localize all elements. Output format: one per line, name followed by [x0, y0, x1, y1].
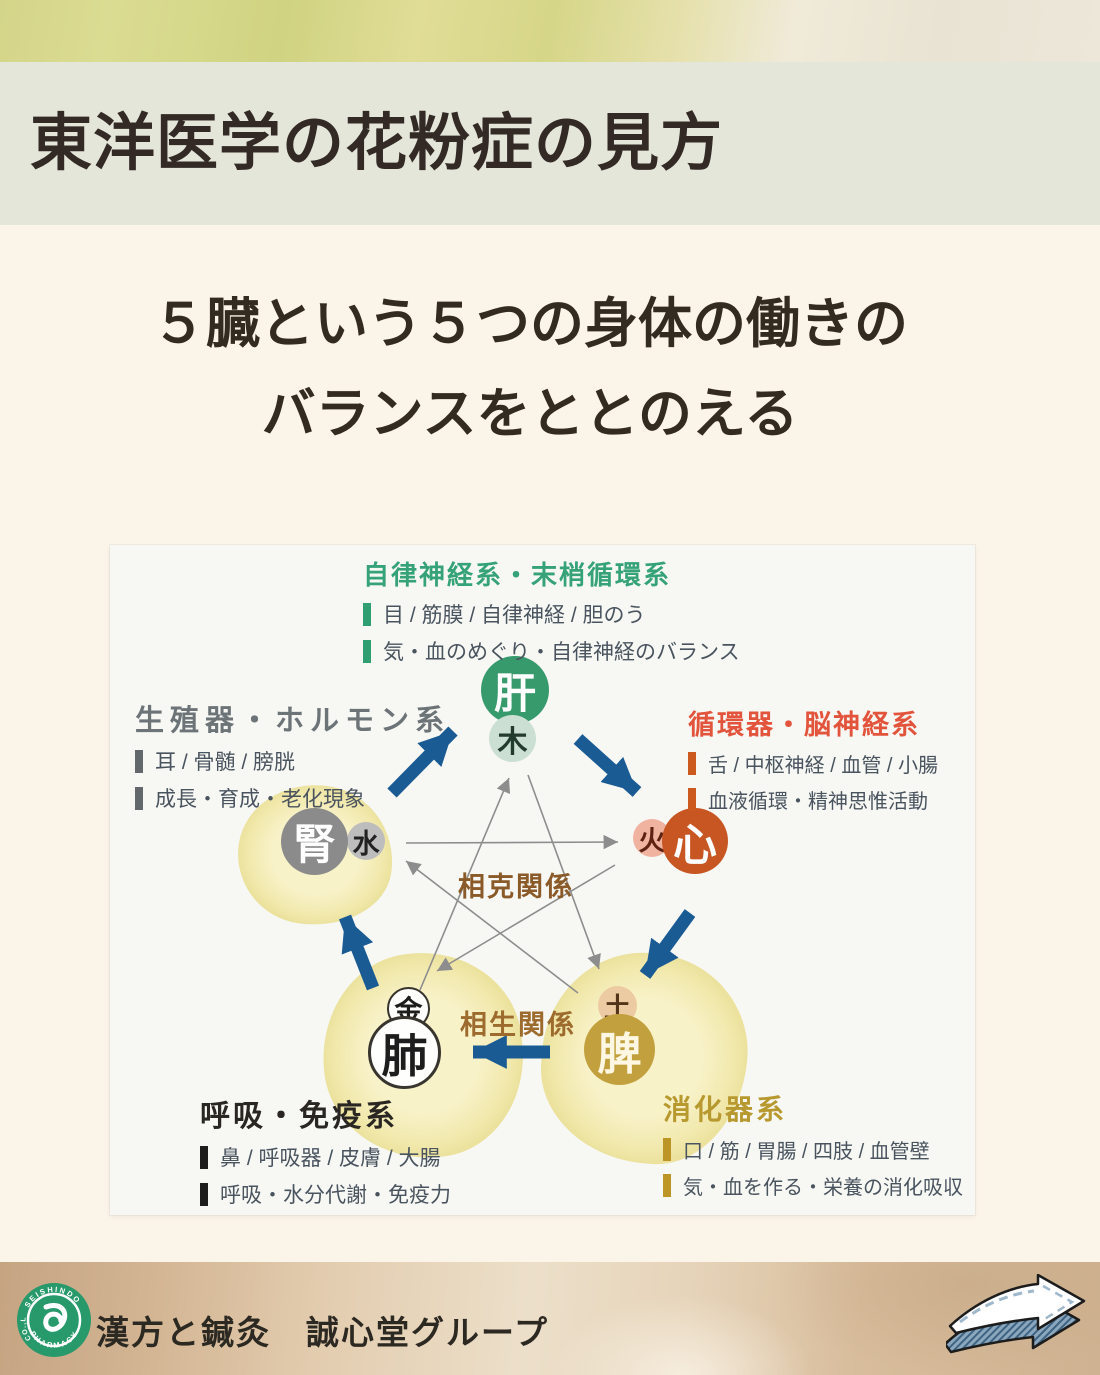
section-kidney-title: 生殖器・ホルモン系 [135, 705, 451, 737]
bullet-bar-icon [135, 786, 143, 810]
intro-text: ５臓という５つの身体の働きの バランスをととのえる [0, 280, 1060, 459]
bullet-bar-icon [200, 1182, 208, 1206]
organ-circle-kidney: 腎 [281, 808, 348, 875]
bullet-bar-icon [688, 752, 696, 775]
control-arrow-wood-earth [527, 774, 601, 970]
section-lung-item1: 鼻 / 呼吸器 / 皮膚 / 大腸 [220, 1147, 441, 1170]
control-arrow-water-fire [405, 834, 619, 850]
title-band: 東洋医学の花粉症の見方 [0, 62, 1100, 225]
generate-arrow-lung-kidney [338, 914, 380, 991]
section-heart-item2: 血液循環・精神思惟活動 [708, 791, 928, 813]
control-arrow-fire-metal [436, 864, 616, 972]
bullet-bar-icon [135, 749, 143, 773]
bullet-bar-icon [663, 1174, 671, 1197]
intro-line-2: バランスをととのえる [261, 383, 799, 444]
bullet-bar-icon [663, 1138, 671, 1161]
footer-brand-text: 漢方と鍼灸 誠心堂グループ [96, 1314, 550, 1351]
list-item: 鼻 / 呼吸器 / 皮膚 / 大腸 [200, 1142, 451, 1172]
label-generate-relation: 相生関係 [460, 1010, 576, 1040]
top-photo-strip [0, 0, 1100, 62]
bullet-bar-icon [363, 602, 371, 626]
section-kidney-item1: 耳 / 骨髄 / 膀胱 [155, 751, 296, 774]
organ-circle-heart: 心 [662, 808, 728, 874]
bullet-bar-icon [688, 788, 696, 811]
control-arrow-metal-wood [419, 777, 511, 991]
generate-arrow-liver-heart [573, 734, 642, 797]
section-spleen-title: 消化器系 [663, 1094, 788, 1125]
seishindo-logo-icon: SEISHINDO PHARMACY CO.,LTD. [16, 1282, 91, 1357]
element-circle-wood: 木 [489, 715, 536, 762]
bullet-bar-icon [200, 1145, 208, 1169]
section-lung-title: 呼吸・免疫系 [200, 1100, 398, 1133]
intro-line-1: ５臓という５つの身体の働きの [152, 294, 908, 354]
control-arrow-earth-water [405, 860, 579, 994]
section-spleen-item2: 気・血を作る・栄養の消化吸収 [683, 1177, 963, 1199]
organ-circle-spleen: 脾 [584, 1014, 655, 1085]
section-lung-item2: 呼吸・水分代謝・免疫力 [220, 1184, 451, 1207]
bullet-bar-icon [363, 639, 371, 663]
section-liver-item2: 気・血のめぐり・自律神経のバランス [383, 641, 740, 664]
organ-circle-liver: 肝 [481, 656, 549, 724]
page-title: 東洋医学の花粉症の見方 [30, 109, 724, 178]
list-item: 成長・育成・老化現象 [135, 783, 450, 813]
section-liver-title: 自律神経系・末梢循環系 [363, 560, 672, 590]
organ-circle-lung: 肺 [368, 1016, 441, 1089]
label-control-relation: 相克関係 [458, 872, 574, 902]
element-circle-water: 水 [347, 822, 385, 860]
list-item: 舌 / 中枢神経 / 血管 / 小腸 [688, 749, 938, 778]
five-elements-diagram: 肝 木 火 心 水 腎 土 脾 金 肺 相克関係 相生関係 自律神経系・末梢循環… [110, 545, 975, 1215]
section-kidney: 生殖器・ホルモン系 耳 / 骨髄 / 膀胱 成長・育成・老化現象 [135, 697, 450, 813]
section-kidney-item2: 成長・育成・老化現象 [155, 788, 365, 811]
section-liver-item1: 目 / 筋膜 / 自律神経 / 胆のう [383, 604, 646, 627]
section-heart: 循環器・脳神経系 舌 / 中枢神経 / 血管 / 小腸 血液循環・精神思惟活動 [688, 703, 938, 814]
next-arrow-icon [946, 1274, 1086, 1354]
generate-arrow-heart-spleen [639, 909, 696, 979]
list-item: 気・血を作る・栄養の消化吸収 [663, 1171, 963, 1200]
section-heart-title: 循環器・脳神経系 [688, 710, 920, 740]
list-item: 呼吸・水分代謝・免疫力 [200, 1179, 451, 1209]
list-item: 血液循環・精神思惟活動 [688, 785, 938, 814]
relation-arrows-layer [338, 726, 696, 1069]
footer: SEISHINDO PHARMACY CO.,LTD. 漢方と鍼灸 誠心堂グルー… [0, 1262, 1100, 1375]
section-lung: 呼吸・免疫系 鼻 / 呼吸器 / 皮膚 / 大腸 呼吸・水分代謝・免疫力 [200, 1091, 451, 1209]
list-item: 気・血のめぐり・自律神経のバランス [363, 636, 740, 666]
section-heart-item1: 舌 / 中枢神経 / 血管 / 小腸 [708, 755, 939, 777]
generate-arrow-kidney-liver [387, 726, 458, 798]
list-item: 口 / 筋 / 胃腸 / 四肢 / 血管壁 [663, 1135, 963, 1164]
section-liver: 自律神経系・末梢循環系 目 / 筋膜 / 自律神経 / 胆のう 気・血のめぐり・… [363, 555, 740, 666]
list-item: 耳 / 骨髄 / 膀胱 [135, 746, 450, 776]
section-spleen-item1: 口 / 筋 / 胃腸 / 四肢 / 血管壁 [683, 1141, 930, 1163]
list-item: 目 / 筋膜 / 自律神経 / 胆のう [363, 599, 740, 629]
section-spleen: 消化器系 口 / 筋 / 胃腸 / 四肢 / 血管壁 気・血を作る・栄養の消化吸… [663, 1088, 963, 1200]
